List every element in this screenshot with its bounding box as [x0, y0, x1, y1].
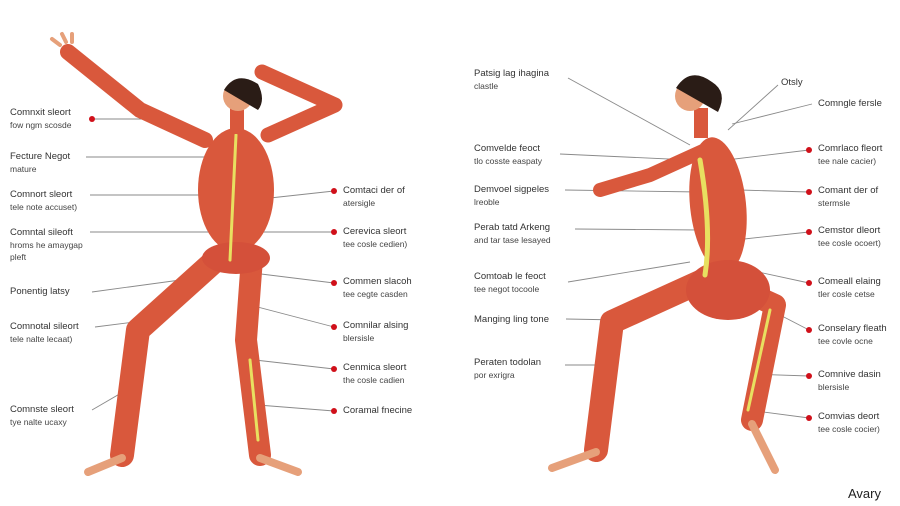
- label: Manging ling tone: [474, 314, 549, 325]
- marker-dot: [331, 324, 337, 330]
- label: Otsly: [781, 77, 803, 88]
- marker-dot: [806, 415, 812, 421]
- marker-dot: [331, 366, 337, 372]
- marker-dot: [331, 408, 337, 414]
- brand-watermark: Avary: [848, 486, 881, 501]
- right-figure: [548, 75, 786, 474]
- marker-dot: [806, 280, 812, 286]
- label: Ponentig latsy: [10, 286, 70, 297]
- leader-lines: [86, 77, 813, 419]
- label: Comngle fersle: [818, 98, 882, 109]
- marker-dot: [806, 147, 812, 153]
- marker-dot: [806, 327, 812, 333]
- marker-dot: [806, 189, 812, 195]
- label: Coramal fnecine: [343, 405, 413, 416]
- marker-dot: [331, 280, 337, 286]
- left-figure: [50, 32, 343, 476]
- marker-dot: [331, 188, 337, 194]
- marker-dot: [89, 116, 95, 122]
- marker-dot: [806, 373, 812, 379]
- marker-dot: [806, 229, 812, 235]
- marker-dot: [331, 229, 337, 235]
